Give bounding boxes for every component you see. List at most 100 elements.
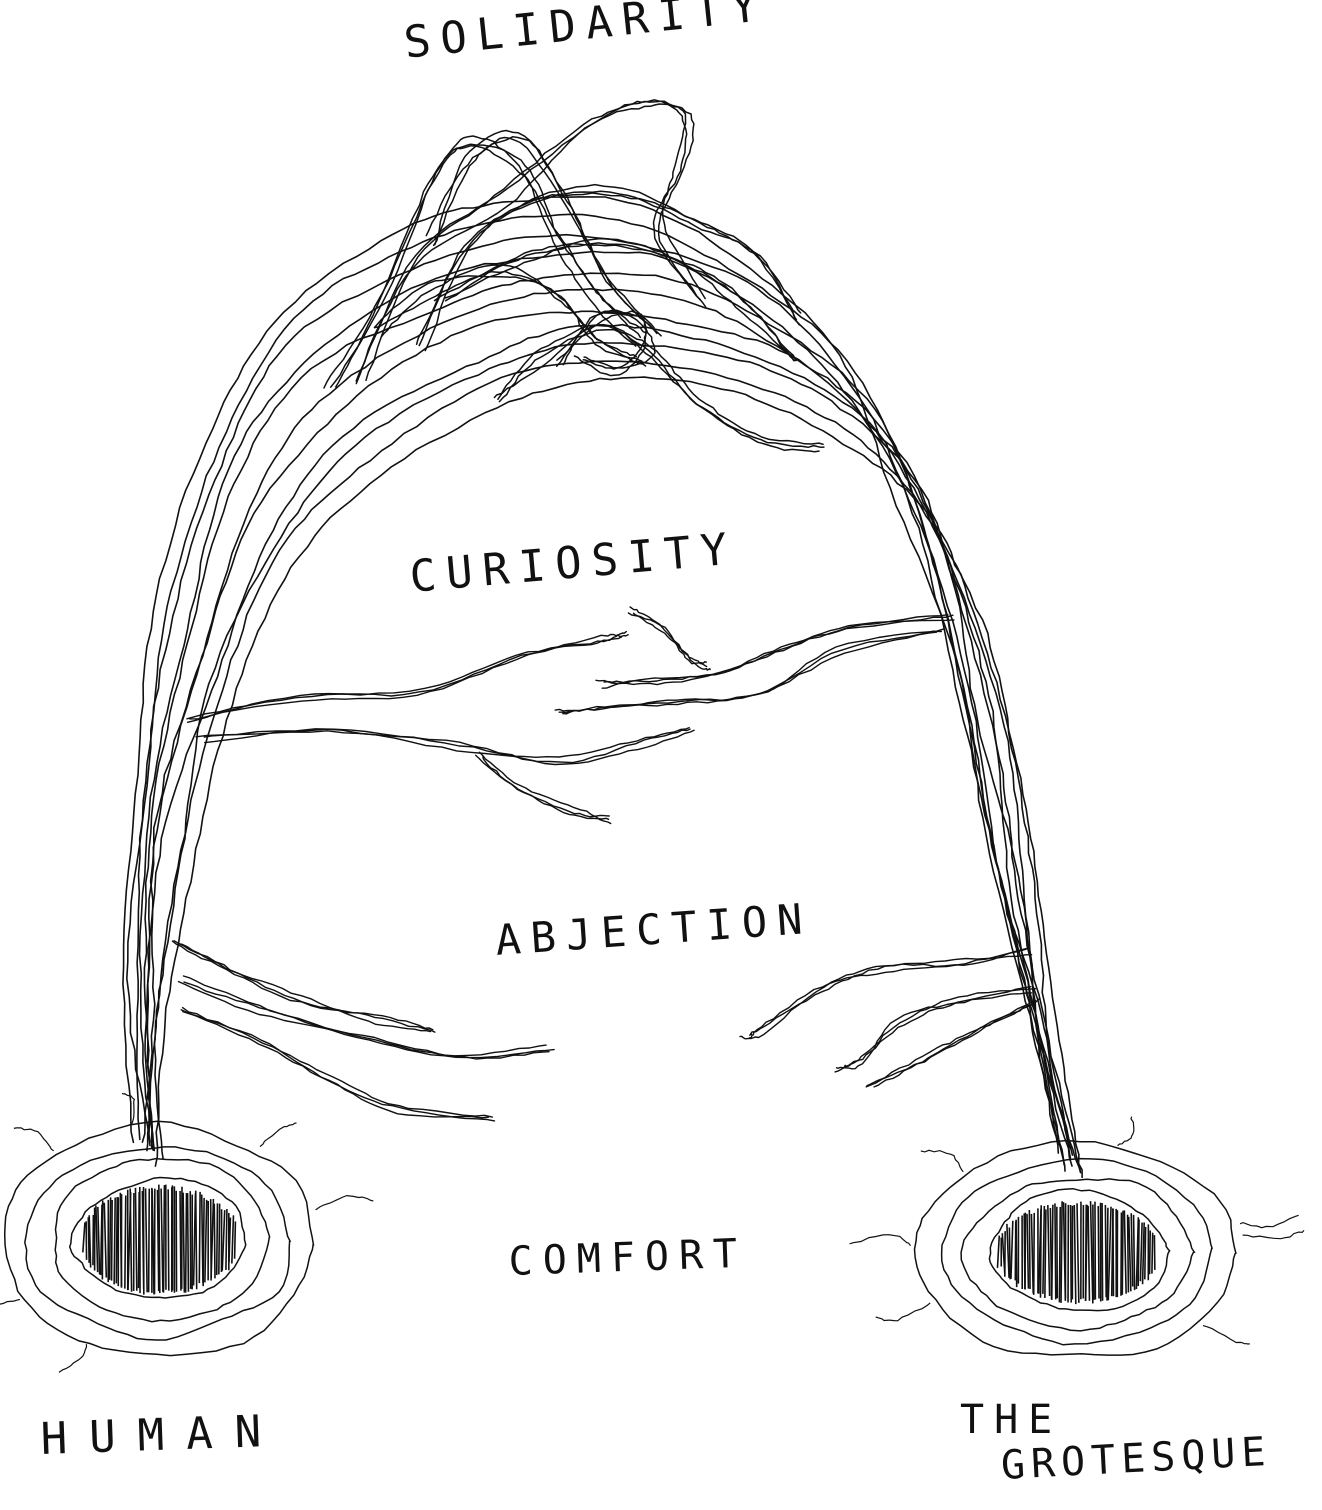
crown-tangle-strand bbox=[498, 325, 824, 448]
label-human: HUMAN bbox=[40, 1410, 284, 1462]
grotesque-root-hole-hatch bbox=[1040, 1205, 1041, 1297]
grotesque-root-hole-hatch bbox=[1009, 1228, 1010, 1280]
curiosity-branch bbox=[602, 620, 954, 688]
abjection-branch bbox=[837, 993, 1032, 1069]
human-root-hole-hatch bbox=[112, 1200, 113, 1281]
label-the: THE bbox=[960, 1400, 1062, 1440]
curiosity-branch bbox=[604, 615, 948, 683]
grotesque-root-hole-hatch bbox=[1140, 1223, 1142, 1282]
human-root-hole-hatch bbox=[164, 1185, 165, 1292]
grotesque-root-hole-hatch bbox=[1045, 1209, 1046, 1298]
abjection-branch bbox=[184, 982, 546, 1056]
human-root-hole-hatch bbox=[222, 1210, 224, 1271]
curiosity-branch bbox=[555, 632, 936, 711]
arch-strand bbox=[144, 273, 1070, 1158]
crown-tangle-strand bbox=[499, 330, 823, 445]
arch-strand bbox=[142, 289, 1072, 1166]
human-root-hole-hatch bbox=[205, 1200, 207, 1283]
grotesque-root-hole-hatch bbox=[1074, 1205, 1076, 1304]
human-root-hole-hatch bbox=[180, 1191, 181, 1291]
curiosity-branch bbox=[596, 615, 953, 684]
grotesque-root-hole-hatch bbox=[1107, 1208, 1108, 1301]
human-root-hole-root-hair bbox=[260, 1123, 297, 1147]
human-root-hole-root-hair bbox=[59, 1344, 87, 1372]
grotesque-root-hole-root-hair bbox=[850, 1235, 911, 1246]
human-root-hole-hatch bbox=[199, 1192, 200, 1283]
grotesque-root-hole-hatch bbox=[1143, 1222, 1145, 1284]
grotesque-root-hole-hatch bbox=[1124, 1210, 1126, 1293]
human-root-hole-hatch bbox=[219, 1204, 220, 1275]
abjection-branch bbox=[845, 987, 1031, 1067]
human-root-hole-hatch bbox=[161, 1189, 163, 1292]
grotesque-root-hole-rim bbox=[942, 1159, 1213, 1345]
human-root-hole-hatch bbox=[110, 1197, 111, 1279]
human-root-hole-hatch bbox=[183, 1193, 184, 1293]
grotesque-root-hole-hatch bbox=[1052, 1205, 1053, 1300]
grotesque-root-hole-hatch bbox=[1102, 1203, 1103, 1301]
human-root-hole bbox=[0, 1093, 373, 1372]
grotesque-root-hole-hatch bbox=[1150, 1231, 1151, 1275]
curiosity-branch bbox=[634, 613, 707, 666]
reaching-branches bbox=[172, 607, 1039, 1121]
human-root-hole-hatch bbox=[159, 1185, 160, 1293]
grotesque-root-hole-hatch bbox=[1048, 1205, 1050, 1296]
abjection-branch bbox=[867, 1001, 1036, 1086]
grotesque-root-hole-hatch bbox=[1027, 1214, 1028, 1289]
grotesque-root-hole-hatch bbox=[1122, 1211, 1123, 1295]
curiosity-branch bbox=[205, 728, 689, 758]
grotesque-root-hole-hatch bbox=[1034, 1213, 1035, 1295]
grotesque-root-hole-root-hair bbox=[876, 1303, 931, 1321]
curiosity-branch bbox=[563, 631, 942, 714]
human-root-hole-hatch bbox=[235, 1221, 236, 1258]
human-root-hole-hatch bbox=[146, 1188, 148, 1292]
human-root-hole-root-hair bbox=[122, 1093, 134, 1123]
grotesque-root-hole-hatch bbox=[1088, 1206, 1089, 1301]
human-root-hole-hatch bbox=[214, 1204, 215, 1279]
grotesque-root-hole-hatch bbox=[1108, 1207, 1111, 1300]
human-root-hole-root-hair bbox=[0, 1300, 20, 1316]
human-root-hole-hatch bbox=[217, 1203, 218, 1275]
grotesque-root-hole bbox=[850, 1117, 1304, 1355]
grotesque-root-hole-hatch bbox=[1061, 1201, 1062, 1303]
grotesque-root-hole-hatch bbox=[1131, 1213, 1132, 1286]
arch-strand bbox=[137, 235, 1073, 1155]
curiosity-branch bbox=[628, 613, 706, 664]
crown-tangle-strand bbox=[417, 193, 797, 344]
abjection-branch bbox=[184, 976, 555, 1058]
human-root-hole-root-hair bbox=[316, 1196, 374, 1210]
grotesque-root-hole-hatch bbox=[1077, 1203, 1079, 1303]
grotesque-root-hole-hatch bbox=[1093, 1205, 1094, 1301]
abjection-branch bbox=[172, 941, 433, 1030]
grotesque-root-hole-root-hair bbox=[1203, 1326, 1250, 1344]
human-root-hole-hatch bbox=[125, 1196, 126, 1289]
grotesque-root-hole-hatch bbox=[1138, 1220, 1139, 1287]
grotesque-root-hole-hatch bbox=[1134, 1215, 1135, 1290]
human-root-hole-hatch bbox=[203, 1198, 204, 1286]
abjection-branch bbox=[183, 1008, 493, 1118]
human-root-hole-hatch bbox=[104, 1203, 106, 1278]
grotesque-root-hole-hatch bbox=[1029, 1210, 1030, 1289]
grotesque-root-hole-root-hair bbox=[1240, 1215, 1299, 1227]
human-root-hole-hatch bbox=[135, 1188, 136, 1291]
abjection-branch bbox=[174, 941, 435, 1032]
curiosity-branch bbox=[483, 757, 609, 817]
human-root-hole-hatch bbox=[149, 1189, 150, 1293]
human-root-hole-hatch bbox=[83, 1222, 85, 1252]
grotesque-root-hole-hatch bbox=[1011, 1221, 1013, 1279]
grotesque-root-hole-root-hair bbox=[1243, 1230, 1304, 1238]
grotesque-root-hole-root-hair bbox=[921, 1150, 963, 1172]
grotesque-root-hole-hatch bbox=[1055, 1203, 1056, 1299]
grotesque-root-hole-hatch bbox=[1043, 1206, 1044, 1294]
curiosity-branch bbox=[476, 755, 609, 819]
grotesque-root-hole-root-hair bbox=[1118, 1117, 1134, 1146]
label-comfort: COMFORT bbox=[508, 1234, 748, 1282]
grotesque-root-hole-hatch bbox=[1098, 1206, 1099, 1299]
human-root-hole-hatch bbox=[130, 1189, 131, 1292]
grotesque-root-hole-hatch bbox=[1059, 1207, 1060, 1303]
arch-strand bbox=[147, 311, 1064, 1165]
curiosity-branch bbox=[190, 635, 622, 719]
crown-tangle-strand bbox=[494, 325, 819, 451]
grotesque-root-hole-hatch bbox=[1113, 1208, 1114, 1296]
grotesque-root-hole-hatch bbox=[1152, 1233, 1153, 1274]
